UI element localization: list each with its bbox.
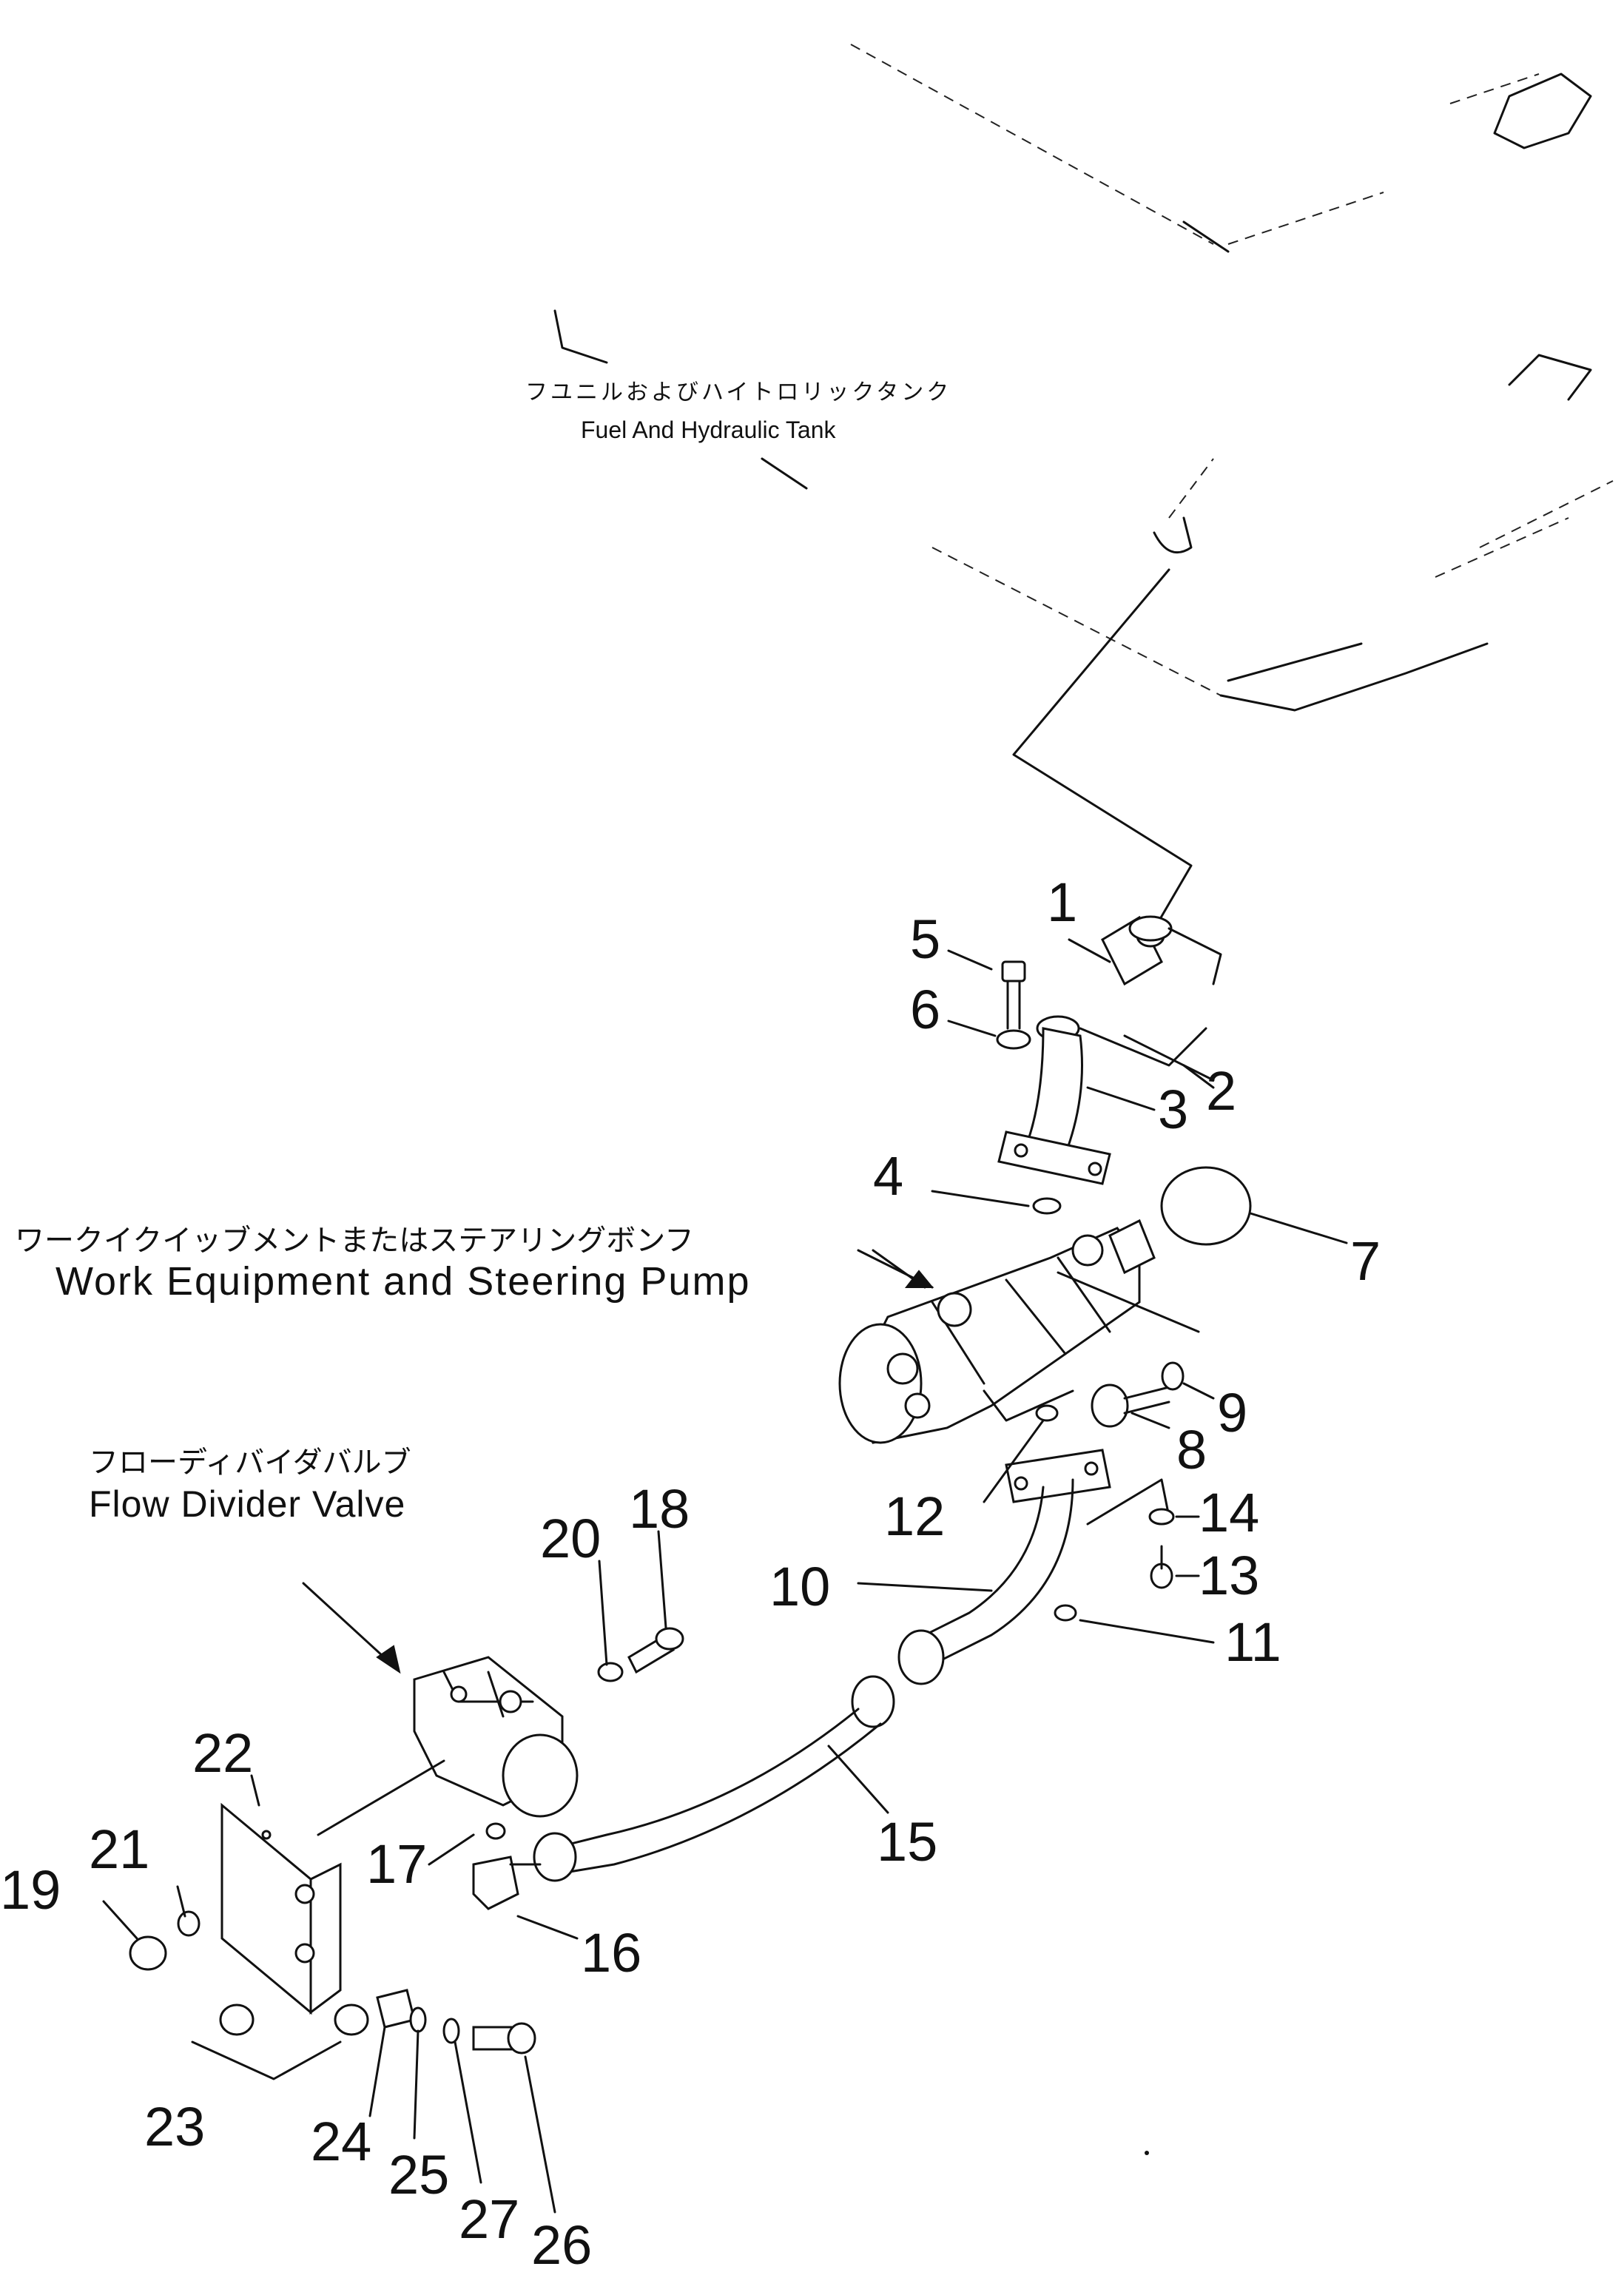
callout-3: 3 — [1158, 1079, 1188, 1140]
pump-label-en: Work Equipment and Steering Pump — [55, 1259, 750, 1304]
suction-line — [1012, 568, 1193, 956]
callout-20: 20 — [540, 1508, 601, 1569]
o-ring-12 — [1035, 1404, 1059, 1422]
callout-4: 4 — [873, 1145, 903, 1207]
bracket-22 — [220, 1802, 342, 2015]
callout-21: 21 — [89, 1819, 149, 1880]
callout-25: 25 — [388, 2144, 449, 2205]
bolt-5 — [1001, 960, 1026, 1030]
elbow-3 — [997, 1027, 1111, 1185]
callout-22: 22 — [192, 1722, 253, 1784]
washer-23b — [334, 2003, 369, 2036]
washer-27 — [442, 2018, 460, 2044]
callout-2: 2 — [1206, 1060, 1236, 1122]
callout-8: 8 — [1176, 1419, 1207, 1480]
valve-label-jp: フローディバイダバルブ — [89, 1446, 411, 1480]
washer-6 — [996, 1029, 1031, 1050]
washer-23 — [219, 2003, 255, 2036]
washer-20 — [597, 1662, 624, 1682]
callout-17: 17 — [366, 1833, 427, 1895]
tank-leader — [761, 457, 808, 490]
tank-label-en: Fuel And Hydraulic Tank — [581, 417, 836, 443]
callout-5: 5 — [910, 909, 940, 970]
washer-14 — [1148, 1508, 1175, 1526]
valve-label-en: Flow Divider Valve — [89, 1483, 405, 1525]
leader-lines — [102, 938, 1348, 2214]
callout-26: 26 — [531, 2214, 592, 2275]
callout-6: 6 — [910, 979, 940, 1040]
flow-divider-valve — [413, 1656, 579, 1818]
callout-15: 15 — [877, 1811, 937, 1873]
bolt-18 — [627, 1627, 684, 1674]
fuel-hydraulic-tank — [850, 44, 1614, 712]
callout-9: 9 — [1217, 1382, 1247, 1443]
callout-7: 7 — [1350, 1230, 1381, 1292]
callout-12: 12 — [884, 1486, 945, 1547]
callout-13: 13 — [1199, 1545, 1259, 1606]
plug-11 — [1054, 1604, 1077, 1622]
o-ring-4 — [1032, 1197, 1062, 1215]
pump-label-jp: ワークイクイッブメントまたはステアリングボンフ — [15, 1224, 694, 1258]
callout-27: 27 — [459, 2188, 519, 2250]
washer-9 — [1161, 1361, 1185, 1391]
hose-15 — [533, 1675, 895, 1882]
callout-14: 14 — [1199, 1482, 1259, 1543]
washer-25 — [409, 2006, 427, 2033]
pump-arrow-head — [904, 1270, 934, 1288]
bracket-14-line — [1086, 1478, 1170, 1526]
stray-dot — [1145, 2151, 1149, 2155]
bolt-13 — [1150, 1545, 1173, 1589]
callout-10: 10 — [769, 1556, 830, 1617]
o-ring-7 — [1160, 1166, 1252, 1246]
bolt-8 — [1091, 1383, 1170, 1428]
elbow-16 — [472, 1856, 542, 1910]
bracket-leader — [317, 1759, 445, 1836]
pump-body — [838, 1219, 1200, 1444]
bolt-26 — [472, 2022, 536, 2055]
callout-11: 11 — [1224, 1611, 1281, 1673]
spacer-24 — [376, 1989, 416, 2029]
washer-21 — [177, 1910, 201, 1937]
callout-24: 24 — [311, 2111, 371, 2172]
o-ring-17 — [485, 1822, 506, 1840]
callout-16: 16 — [581, 1922, 641, 1984]
tank-label-jp: フユニルおよびハイトロリックタンク — [525, 380, 951, 405]
pipe-10 — [897, 1449, 1111, 1685]
callout-1: 1 — [1047, 872, 1077, 933]
callout-19: 19 — [0, 1859, 61, 1921]
nut-19 — [129, 1935, 167, 1971]
callout-18: 18 — [629, 1478, 690, 1540]
callout-23: 23 — [144, 2096, 205, 2157]
group-23-line — [191, 2040, 342, 2080]
tank-hint-icon — [553, 309, 608, 364]
valve-arrow-head — [376, 1645, 401, 1674]
